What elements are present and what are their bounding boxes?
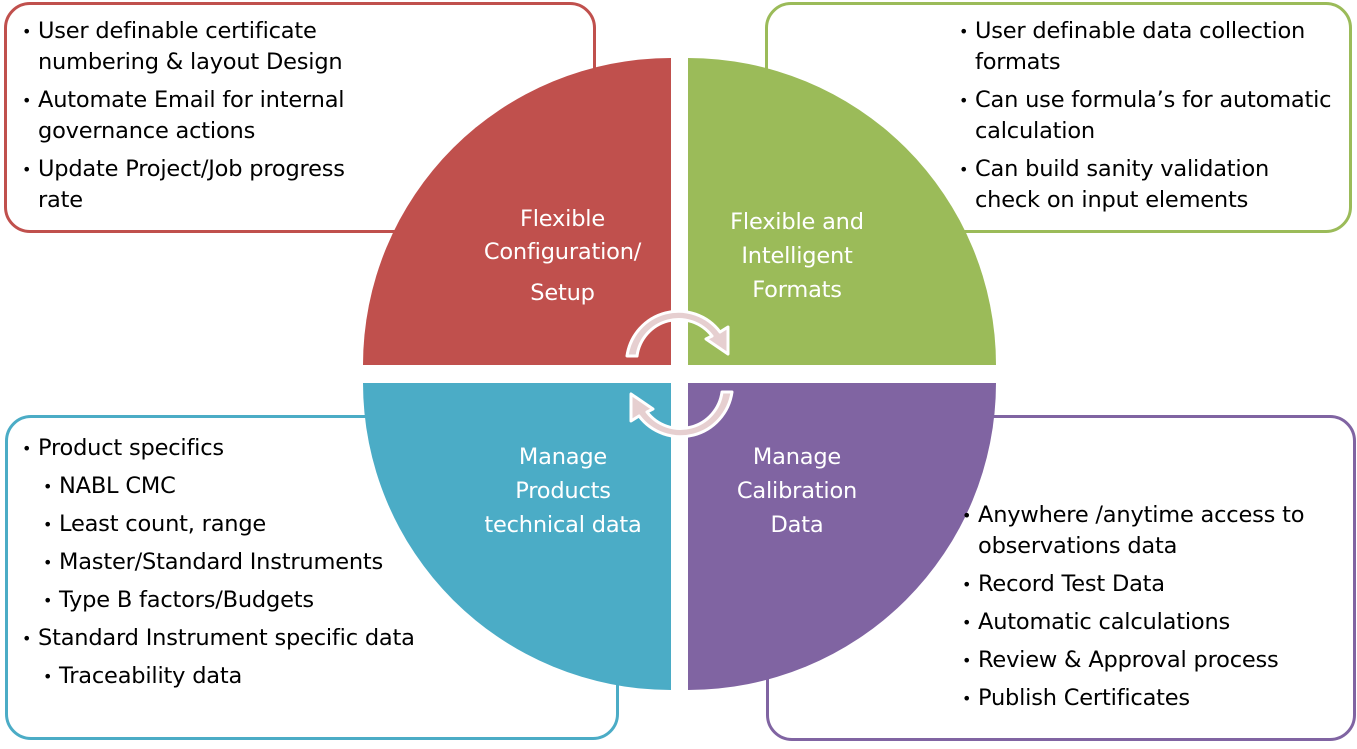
list-item: • Publish Certificates (961, 683, 1346, 714)
bullet-icon: • (959, 160, 969, 179)
label-intelligent-formats: Flexible and Intelligent Formats (688, 205, 906, 307)
bullet-icon: • (22, 629, 32, 648)
label-line: Flexible and (730, 209, 864, 235)
list-item-text: Type B factors/Budgets (59, 587, 314, 613)
label-line: Intelligent (741, 243, 853, 269)
list-item: • Review & Approval process (961, 645, 1346, 676)
bullet-icon: • (962, 575, 972, 594)
list-item-text: Automate Email for internal governance a… (38, 87, 345, 144)
label-line: Manage (752, 444, 842, 470)
config-setup-list: • User definable certificate numbering & … (21, 16, 381, 223)
list-item-text: Can use formula’s for automatic calculat… (975, 87, 1332, 144)
label-line: Manage (518, 444, 608, 470)
bullet-icon: • (962, 506, 972, 525)
bullet-icon: • (959, 91, 969, 110)
list-item-text: Record Test Data (978, 571, 1165, 597)
circular-arrows-icon (625, 309, 734, 439)
list-item-text: Least count, range (59, 511, 267, 537)
list-item-text: Update Project/Job progress rate (38, 156, 345, 213)
list-item-text: Anywhere /anytime access to observations… (978, 502, 1305, 559)
label-line: Configuration/ (483, 239, 642, 265)
list-item: • Automatic calculations (961, 607, 1346, 638)
bullet-icon: • (962, 651, 972, 670)
calibration-data-list: • Anywhere /anytime access to observation… (961, 500, 1346, 721)
list-item: • Master/Standard Instruments (42, 547, 421, 578)
list-item-text: Automatic calculations (978, 609, 1231, 635)
list-item-text: User definable certificate numbering & l… (38, 18, 343, 75)
quadrant-config-setup (363, 58, 671, 365)
label-line: Formats (752, 277, 842, 303)
list-item: • NABL CMC (42, 471, 421, 502)
quadrant-intelligent-formats (688, 58, 996, 365)
list-item-text: Master/Standard Instruments (59, 549, 384, 575)
intelligent-formats-list: •User definable data collection formats•… (958, 16, 1338, 223)
bullet-icon: • (43, 553, 53, 572)
bullet-icon: • (43, 477, 53, 496)
list-item-text: User definable data collection formats (975, 18, 1306, 75)
list-item-text: Traceability data (59, 663, 243, 689)
bullet-icon: • (22, 160, 32, 179)
quadrant-calibration-data (688, 383, 996, 690)
list-item: • Can build sanity validation check on in… (958, 154, 1338, 216)
list-item: • Automate Email for internal governance … (21, 85, 381, 147)
label-line: technical data (484, 512, 642, 538)
bullet-icon: • (22, 22, 32, 41)
label-line: Data (770, 512, 824, 538)
list-item-text: Standard Instrument specific data (38, 625, 415, 651)
bullet-icon: • (22, 91, 32, 110)
list-item-text: Product specifics (38, 435, 224, 461)
label-config-setup: Flexible Configuration/ Setup (430, 199, 695, 314)
bullet-icon: • (962, 689, 972, 708)
list-item: • Standard Instrument specific data (21, 623, 421, 654)
bullet-icon: • (22, 439, 32, 458)
bullet-icon: • (43, 591, 53, 610)
label-products-technical-data: Manage Products technical data (450, 440, 676, 542)
list-item: • Type B factors/Budgets (42, 585, 421, 616)
bullet-icon: • (962, 613, 972, 632)
arrow-clockwise-top-icon (625, 309, 730, 358)
list-item: • Update Project/Job progress rate (21, 154, 381, 216)
list-item: • Can use formula’s for automatic calcula… (958, 85, 1338, 147)
list-item: • Record Test Data (961, 569, 1346, 600)
bullet-icon: • (43, 667, 53, 686)
label-calibration-data: Manage Calibration Data (688, 440, 906, 542)
list-item-text: Publish Certificates (978, 685, 1190, 711)
label-line: Flexible (520, 206, 605, 232)
label-line: Calibration (736, 478, 858, 504)
label-line: Products (515, 478, 611, 504)
quadrant-products-technical-data (363, 383, 671, 690)
list-item-text: Review & Approval process (978, 647, 1279, 673)
list-item: • Product specifics (21, 433, 421, 464)
list-item: • User definable certificate numbering & … (21, 16, 381, 78)
label-line: Setup (530, 280, 595, 306)
bullet-icon: • (43, 515, 53, 534)
list-item: • Traceability data (42, 661, 421, 692)
list-item: • Least count, range (42, 509, 421, 540)
list-item-text: Can build sanity validation check on inp… (975, 156, 1270, 213)
arrow-clockwise-bottom-icon (629, 390, 734, 439)
bullet-icon: • (959, 22, 969, 41)
list-item: • Anywhere /anytime access to observation… (961, 500, 1346, 562)
list-item: • User definable data collection formats (958, 16, 1338, 78)
products-technical-data-list: • Product specifics • NABL CMC • Least count,… (21, 433, 421, 699)
list-item-text: NABL CMC (59, 473, 176, 499)
